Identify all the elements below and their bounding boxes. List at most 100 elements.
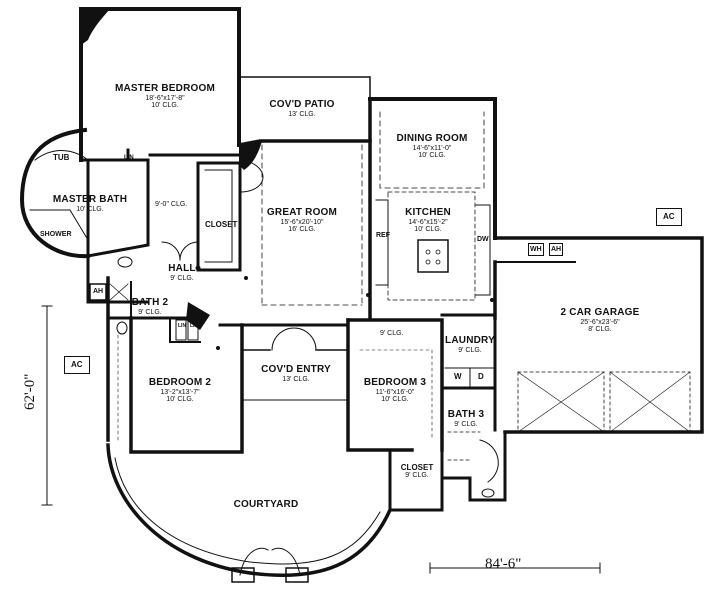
wall bbox=[169, 317, 201, 343]
wall bbox=[196, 161, 242, 272]
room-height: 9' CLG. bbox=[454, 420, 478, 428]
fireplace-corner bbox=[81, 9, 110, 45]
wall bbox=[236, 139, 372, 148]
gate-swing bbox=[239, 547, 301, 576]
tub-label: TUB bbox=[53, 153, 70, 162]
room-dims: 15'-6"x20'-10" bbox=[280, 218, 324, 226]
room-master-bedroom: MASTER BEDROOM 18'-6"x17'-8" 10' CLG. bbox=[114, 83, 216, 109]
room-dims: 18'-6"x17'-8" bbox=[145, 94, 185, 102]
ac-unit-west: AC bbox=[64, 356, 90, 374]
chase-cross bbox=[109, 283, 129, 301]
fireplace-corner bbox=[239, 141, 262, 170]
room-name: CLOSET bbox=[400, 463, 434, 472]
room-bedroom-2: BEDROOM 2 13'-2"x13'-7" 10' CLG. bbox=[148, 377, 212, 403]
wall bbox=[440, 430, 507, 502]
room-name: BATH 3 bbox=[447, 409, 485, 420]
room-name: LAUNDRY bbox=[445, 335, 495, 346]
dimension-line-horizontal bbox=[429, 562, 601, 574]
room-closet-bedroom-3: CLOSET 9' CLG. bbox=[400, 463, 434, 480]
tub-outline bbox=[34, 150, 89, 161]
room-bath-2: BATH 2 9' CLG. bbox=[132, 297, 169, 316]
room-name: KITCHEN bbox=[405, 207, 451, 218]
entry-door-swing bbox=[271, 327, 317, 351]
room-name: COURTYARD bbox=[233, 499, 299, 510]
room-height: 8' CLG. bbox=[588, 325, 612, 333]
depth-dimension: 62'-0" bbox=[22, 373, 38, 410]
gate-post bbox=[231, 567, 255, 583]
room-master-bath: MASTER BATH 10' CLG. bbox=[53, 194, 127, 213]
garage-door-cross bbox=[517, 371, 691, 433]
room-name: DINING ROOM bbox=[396, 133, 468, 144]
kitchen-island bbox=[417, 239, 449, 273]
bed3-hall-ceiling: 9' CLG. bbox=[380, 330, 404, 337]
dryer-label: D bbox=[478, 372, 484, 381]
shower-outline bbox=[29, 209, 89, 241]
column bbox=[186, 302, 210, 330]
room-name: GREAT ROOM bbox=[266, 207, 338, 218]
room-covd-entry: COV'D ENTRY 13' CLG. bbox=[261, 364, 331, 383]
room-height: 10' CLG. bbox=[76, 205, 104, 213]
dw-label: DW bbox=[477, 236, 489, 243]
room-name: HALL bbox=[168, 263, 196, 274]
wall bbox=[493, 236, 704, 434]
ac-unit-garage: AC bbox=[656, 208, 682, 226]
room-height: 9' CLG. bbox=[405, 472, 429, 480]
closet-door-swing bbox=[161, 241, 199, 261]
room-dims: 13'-2"x13'-7" bbox=[160, 388, 200, 396]
wall bbox=[86, 158, 150, 258]
bath-ceiling-label: 9'-0" CLG. bbox=[155, 201, 188, 208]
wall bbox=[19, 127, 91, 259]
ceiling-line bbox=[359, 349, 433, 441]
room-great-room: GREAT ROOM 15'-6"x20'-10" 16' CLG. bbox=[266, 207, 338, 233]
room-courtyard: COURTYARD bbox=[233, 499, 299, 511]
wall bbox=[440, 386, 497, 512]
wall bbox=[129, 316, 244, 454]
room-name: COV'D ENTRY bbox=[261, 364, 331, 375]
closet-label: CLOSET bbox=[205, 220, 238, 229]
room-garage: 2 CAR GARAGE 25'-6"x23'-6" 8' CLG. bbox=[560, 307, 640, 333]
courtyard-wall bbox=[106, 443, 393, 577]
room-height: 13' CLG. bbox=[282, 375, 310, 383]
room-name: COV'D PATIO bbox=[269, 99, 335, 110]
room-hall: HALL 9' CLG. bbox=[168, 263, 196, 282]
room-height: 10' CLG. bbox=[414, 225, 442, 233]
room-name: MASTER BEDROOM bbox=[114, 83, 216, 94]
wall bbox=[440, 313, 497, 390]
washer-label: W bbox=[454, 372, 462, 381]
room-dims: 14'-6"x15'-2" bbox=[408, 218, 448, 226]
wall bbox=[79, 7, 241, 147]
wall bbox=[368, 97, 497, 240]
room-dims: 14'-6"x11'-0" bbox=[412, 144, 452, 152]
room-height: 13' CLG. bbox=[288, 110, 316, 118]
washer-dryer bbox=[444, 367, 496, 389]
lin-label: LIN bbox=[178, 323, 187, 329]
room-height: 9' CLG. bbox=[458, 346, 482, 354]
room-dims: 11'-6"x16'-0" bbox=[375, 388, 415, 396]
ah-label: AH bbox=[549, 243, 564, 256]
ceiling-line bbox=[379, 111, 485, 189]
room-kitchen: KITCHEN 14'-6"x15'-2" 10' CLG. bbox=[405, 207, 451, 233]
room-height: 10' CLG. bbox=[418, 151, 446, 159]
wh-label: WH bbox=[528, 243, 544, 256]
wall bbox=[86, 254, 150, 304]
shower-curve bbox=[479, 439, 499, 483]
room-name: BEDROOM 2 bbox=[148, 377, 212, 388]
lin-label: LIN bbox=[190, 323, 199, 329]
room-height: 9' CLG. bbox=[138, 308, 162, 316]
kitchen-counter bbox=[475, 204, 491, 296]
shower-label: SHOWER bbox=[40, 231, 72, 238]
closet-shelf bbox=[204, 169, 233, 263]
room-bedroom-3: BEDROOM 3 11'-6"x16'-0" 10' CLG. bbox=[364, 377, 426, 403]
room-dining-room: DINING ROOM 14'-6"x11'-0" 10' CLG. bbox=[396, 133, 468, 159]
room-laundry: LAUNDRY 9' CLG. bbox=[445, 335, 495, 354]
courtyard-wall-inner bbox=[114, 457, 381, 565]
room-bath-3: BATH 3 9' CLG. bbox=[447, 409, 485, 428]
gate-post bbox=[285, 567, 309, 583]
room-height: 10' CLG. bbox=[166, 395, 194, 403]
room-height: 16' CLG. bbox=[288, 225, 316, 233]
room-name: 2 CAR GARAGE bbox=[560, 307, 640, 318]
room-height: 9' CLG. bbox=[170, 274, 194, 282]
room-covd-patio: COV'D PATIO 13' CLG. bbox=[269, 99, 335, 118]
dimension-line-vertical bbox=[41, 305, 53, 506]
